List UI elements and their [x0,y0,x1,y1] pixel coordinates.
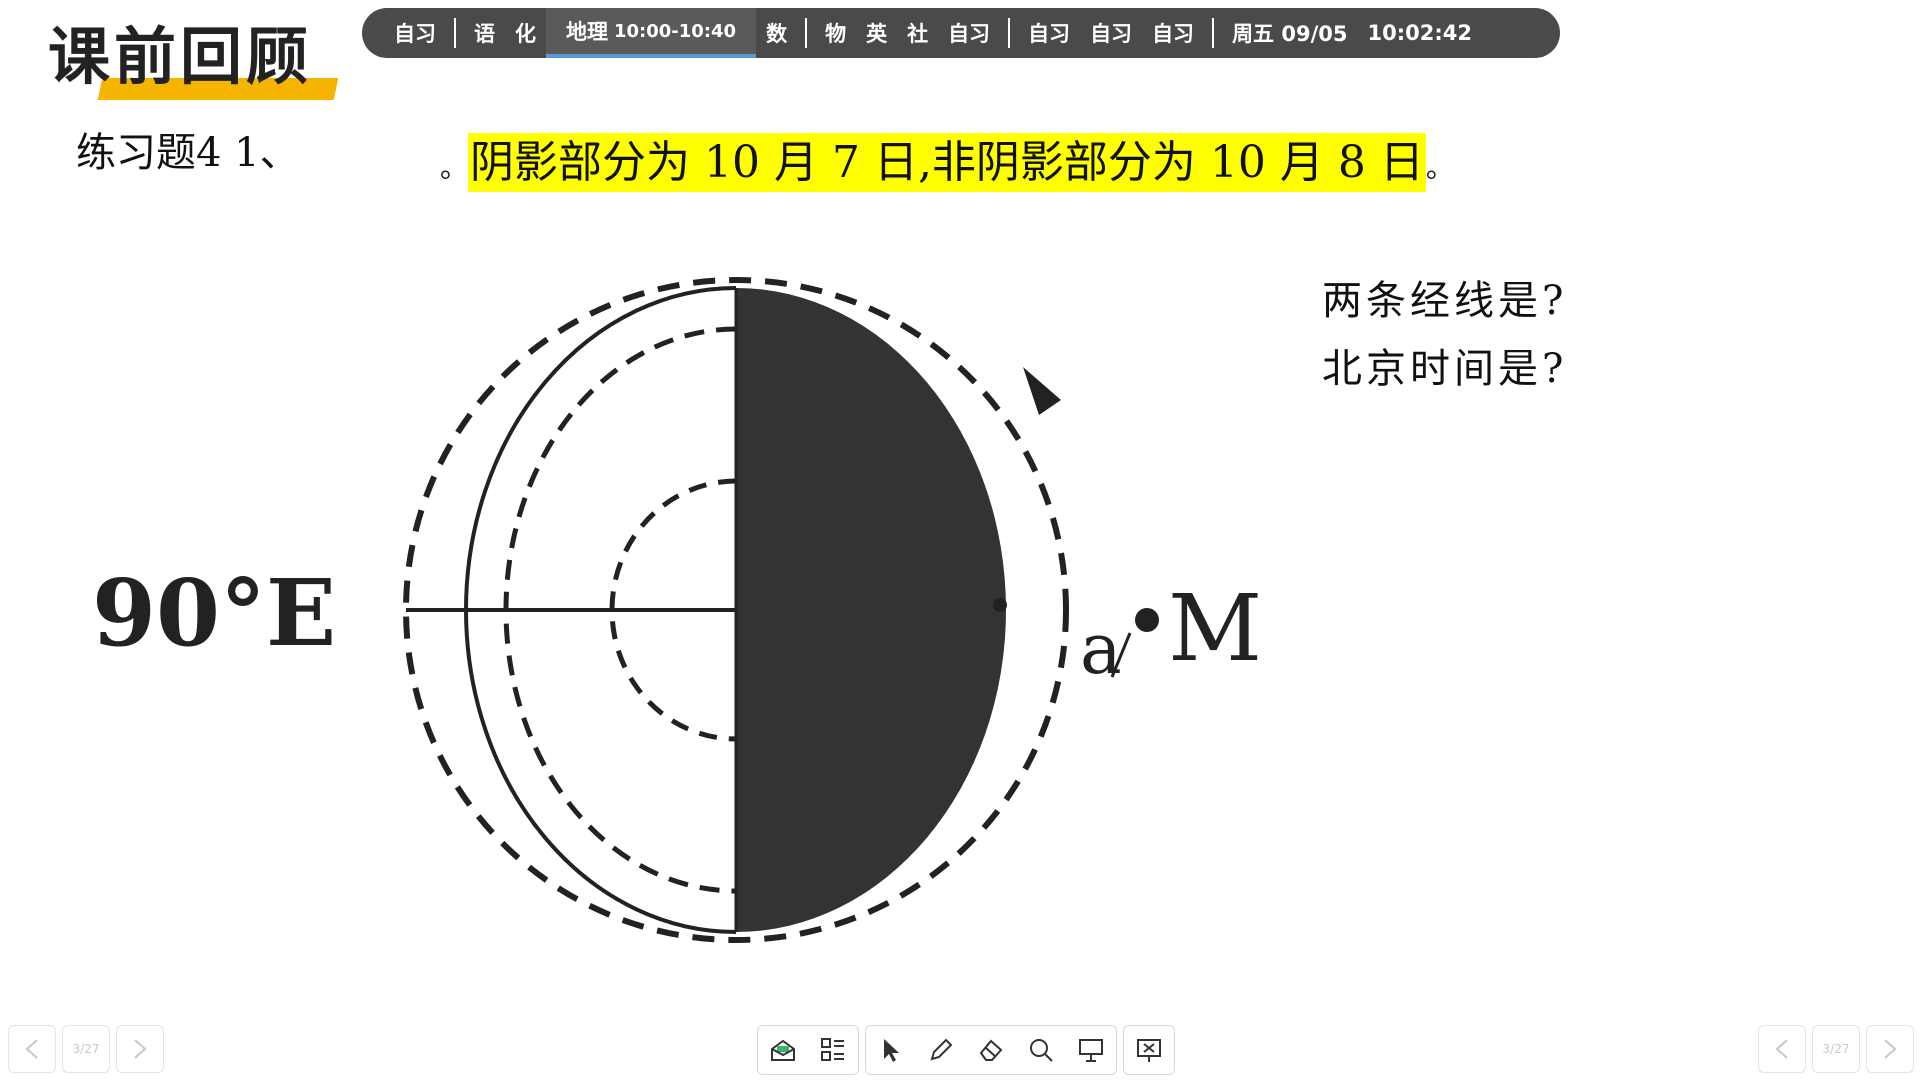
pen-icon [930,1038,953,1061]
prev-page-button[interactable] [8,1025,56,1073]
schedule-item[interactable]: 物 [825,22,847,46]
schedule-divider [454,18,456,48]
inner-dashed-arc [609,478,737,742]
point-m [1135,608,1159,632]
page-indicator[interactable]: 3/27 [1812,1025,1860,1073]
search-icon [1030,1039,1053,1062]
grid-button[interactable] [808,1026,858,1074]
close-screen-button[interactable] [1124,1026,1174,1074]
point-a [993,598,1007,612]
eraser-button[interactable] [966,1026,1016,1074]
orbit-dashed-circle [403,277,1069,943]
answer-line: 。阴影部分为 10 月 7 日,非阴影部分为 10 月 8 日。 [440,126,1454,192]
schedule-item[interactable]: 化 [515,22,536,46]
toolbar-group-apps [757,1025,859,1075]
schedule-divider [1212,18,1215,48]
schedule-item[interactable]: 自习 [1152,22,1195,46]
screen-icon [1079,1039,1103,1062]
rotation-arrow [1023,367,1061,415]
toolbar-group-tools [865,1025,1117,1075]
question-meridians: 两条经线是? [1322,278,1568,324]
next-page-button[interactable] [116,1025,164,1073]
page-title: 课前回顾 [48,20,313,93]
schedule-item[interactable]: 自习 [948,22,991,46]
schedule-item[interactable]: 自习 [1090,22,1133,46]
schedule-divider [1008,18,1011,48]
schedule-current-item[interactable]: 地理 10:00-10:40 [546,8,757,58]
exercise-label: 练习题4 1、 [76,130,300,176]
cursor-icon [884,1039,899,1062]
schedule-bar: 自习 语 化 地理 10:00-10:40 数 物 英 社 自习 自习 自习 自… [362,8,1560,58]
grid-icon [821,1038,844,1061]
schedule-item[interactable]: 语 [474,22,495,46]
schedule-item[interactable]: 自习 [1028,22,1071,46]
chevron-right-icon [134,1039,147,1059]
eraser-icon [979,1039,1003,1061]
prev-page-button[interactable] [1758,1025,1806,1073]
chevron-left-icon [1775,1039,1788,1059]
pen-button[interactable] [916,1026,966,1074]
question-beijing-time: 北京时间是? [1322,346,1568,392]
lead-mark: 。 [440,151,469,184]
chevron-right-icon [1884,1039,1897,1059]
right-page-nav: 3/27 [1758,1025,1914,1073]
inbox-icon [771,1039,795,1061]
page-indicator[interactable]: 3/27 [62,1025,110,1073]
schedule-date: 周五 09/05 [1232,22,1348,46]
longitude-label: 90°E [92,559,336,667]
point-m-label: M [1168,575,1262,682]
schedule-divider [805,18,808,48]
arc-a-label: a [1080,608,1122,690]
next-page-button[interactable] [1866,1025,1914,1073]
current-subject: 地理 [566,20,608,44]
polar-diagram: 90°E M a [92,277,1262,943]
schedule-clock: 10:02:42 [1367,21,1472,45]
toolbar-group-close [1123,1025,1175,1075]
inbox-button[interactable] [758,1026,808,1074]
night-shadow [736,288,1006,932]
current-time-range: 10:00-10:40 [614,20,737,42]
highlighted-answer: 阴影部分为 10 月 7 日,非阴影部分为 10 月 8 日 [468,133,1426,192]
chevron-left-icon [25,1039,38,1059]
select-button[interactable] [866,1026,916,1074]
left-page-nav: 3/27 [8,1025,164,1073]
schedule-item[interactable]: 自习 [394,22,436,46]
trail-mark: 。 [1425,151,1454,184]
schedule-item[interactable]: 社 [907,22,929,46]
bottom-toolbar [757,1025,1175,1075]
a-m-connector [1110,632,1132,678]
close-screen-icon [1137,1039,1161,1062]
schedule-item[interactable]: 英 [866,22,888,46]
screen-button[interactable] [1066,1026,1116,1074]
search-button[interactable] [1016,1026,1066,1074]
schedule-item[interactable]: 数 [766,22,788,46]
